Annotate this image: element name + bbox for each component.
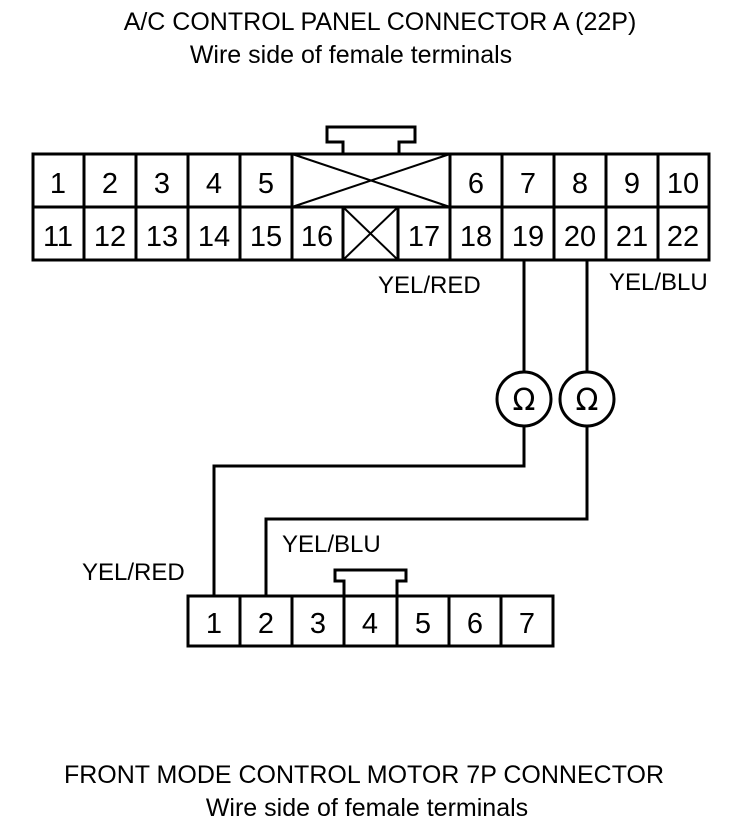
connector-a-pin: 2 [102, 168, 118, 200]
connector-a-pin: 21 [616, 221, 648, 253]
wire-label-yel-blu-b: YEL/BLU [282, 531, 381, 558]
connector-a-pin: 7 [520, 168, 536, 200]
connector-b-title: FRONT MODE CONTROL MOTOR 7P CONNECTOR [64, 761, 664, 789]
ohmmeter-yel-red: Ω [495, 370, 553, 428]
connector-a-pin: 5 [258, 168, 274, 200]
connector-a-pin: 19 [512, 221, 544, 253]
connector-a-empty-cavity-bottom [342, 206, 399, 261]
connector-b-pin: 4 [362, 608, 378, 640]
connector-b-body [186, 594, 555, 648]
connector-a-pin: 13 [146, 221, 178, 253]
connector-b-pin: 7 [519, 608, 535, 640]
connector-a-pin: 15 [250, 221, 282, 253]
connector-a-pin: 8 [572, 168, 588, 200]
wire-label-yel-blu-a: YEL/BLU [609, 269, 708, 296]
connector-a-empty-cavity-top [291, 153, 451, 208]
connector-a-pin: 20 [564, 221, 596, 253]
wire-yel-red [212, 260, 526, 596]
connector-a-pin: 9 [624, 168, 640, 200]
connector-a-pin: 10 [667, 168, 699, 200]
connector-a-lock-tab [325, 125, 417, 153]
connector-a-pin: 4 [206, 168, 222, 200]
connector-a-pin: 18 [460, 221, 492, 253]
connector-a-pin: 6 [468, 168, 484, 200]
connector-b-pin: 3 [310, 608, 326, 640]
connector-a-pin: 14 [198, 221, 230, 253]
ohm-icon: Ω [576, 383, 599, 418]
connector-a-pin: 1 [50, 168, 66, 200]
connector-a-pin: 16 [301, 221, 333, 253]
wire-label-yel-red-a: YEL/RED [378, 272, 481, 299]
connector-a-pin: 17 [408, 221, 440, 253]
connector-a-pin: 22 [667, 221, 699, 253]
connector-a-subtitle: Wire side of female terminals [190, 41, 512, 69]
connector-a-pin: 12 [94, 221, 126, 253]
ohm-icon: Ω [513, 383, 536, 418]
ohmmeter-yel-blu: Ω [558, 370, 616, 428]
connector-b-pin: 6 [467, 608, 483, 640]
connector-a-title: A/C CONTROL PANEL CONNECTOR A (22P) [124, 8, 637, 36]
connector-b-pin: 5 [415, 608, 431, 640]
connector-b-subtitle: Wire side of female terminals [206, 794, 528, 822]
connector-a-body [31, 152, 711, 262]
wire-yel-blu [264, 260, 589, 596]
connector-a-pin: 3 [154, 168, 170, 200]
connector-a-pin: 11 [43, 221, 73, 253]
connector-b-pin: 2 [258, 608, 274, 640]
wire-label-yel-red-b: YEL/RED [82, 559, 185, 586]
connector-b-lock-tab [333, 568, 408, 596]
connector-b-pin: 1 [206, 608, 222, 640]
